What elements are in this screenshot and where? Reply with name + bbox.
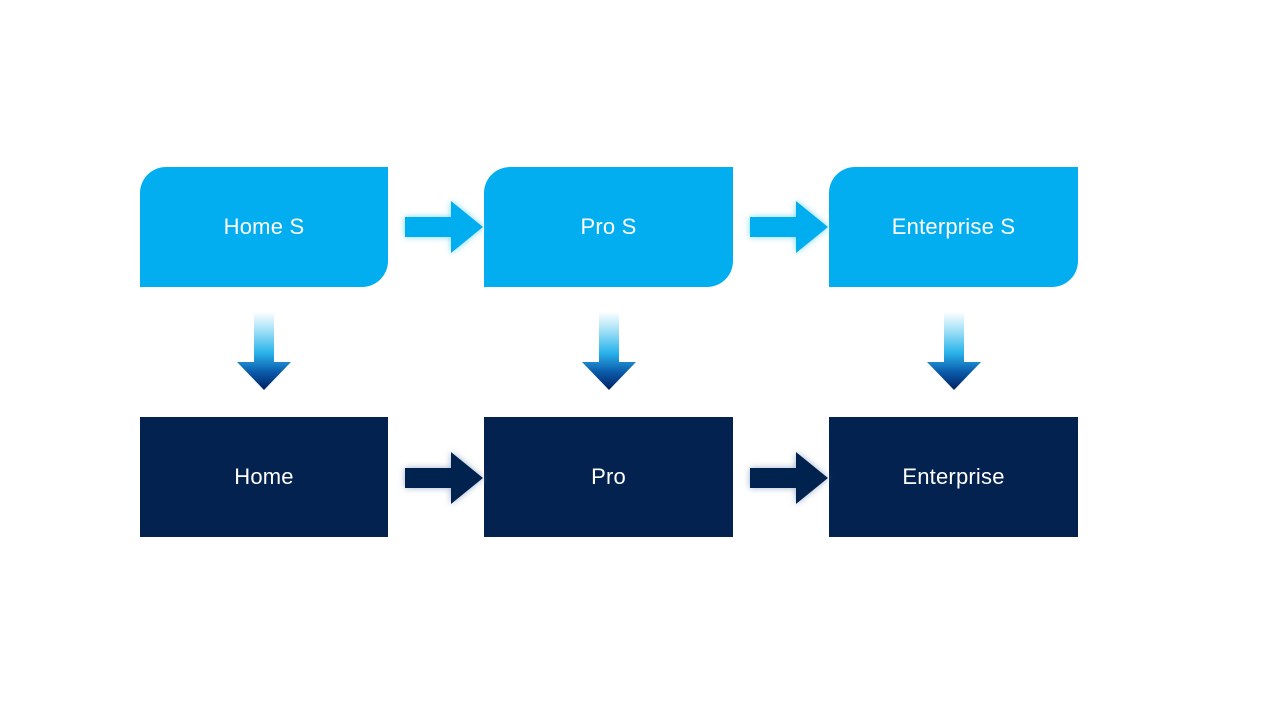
- node-home-s[interactable]: Home S: [140, 167, 388, 287]
- arrow-right-home-to-pro-icon: [401, 447, 487, 509]
- node-enterprise-label: Enterprise: [902, 463, 1005, 489]
- arrow-right-pro-s-to-enterprise-s-icon: [746, 196, 832, 258]
- node-enterprise[interactable]: Enterprise: [829, 417, 1078, 537]
- node-home-s-label: Home S: [223, 213, 305, 239]
- arrow-down-pro-s-to-pro-icon: [576, 310, 642, 392]
- arrow-right-home-s-to-pro-s-icon: [401, 196, 487, 258]
- node-pro-s-label: Pro S: [580, 213, 637, 239]
- arrow-right-pro-to-enterprise-icon: [746, 447, 832, 509]
- node-pro-label: Pro: [591, 463, 626, 489]
- node-home-label: Home: [234, 463, 294, 489]
- node-pro-s[interactable]: Pro S: [484, 167, 733, 287]
- arrow-down-home-s-to-home-icon: [231, 310, 297, 392]
- node-enterprise-s[interactable]: Enterprise S: [829, 167, 1078, 287]
- node-enterprise-s-label: Enterprise S: [891, 213, 1016, 239]
- arrow-down-enterprise-s-to-enterprise-icon: [921, 310, 987, 392]
- node-home[interactable]: Home: [140, 417, 388, 537]
- node-pro[interactable]: Pro: [484, 417, 733, 537]
